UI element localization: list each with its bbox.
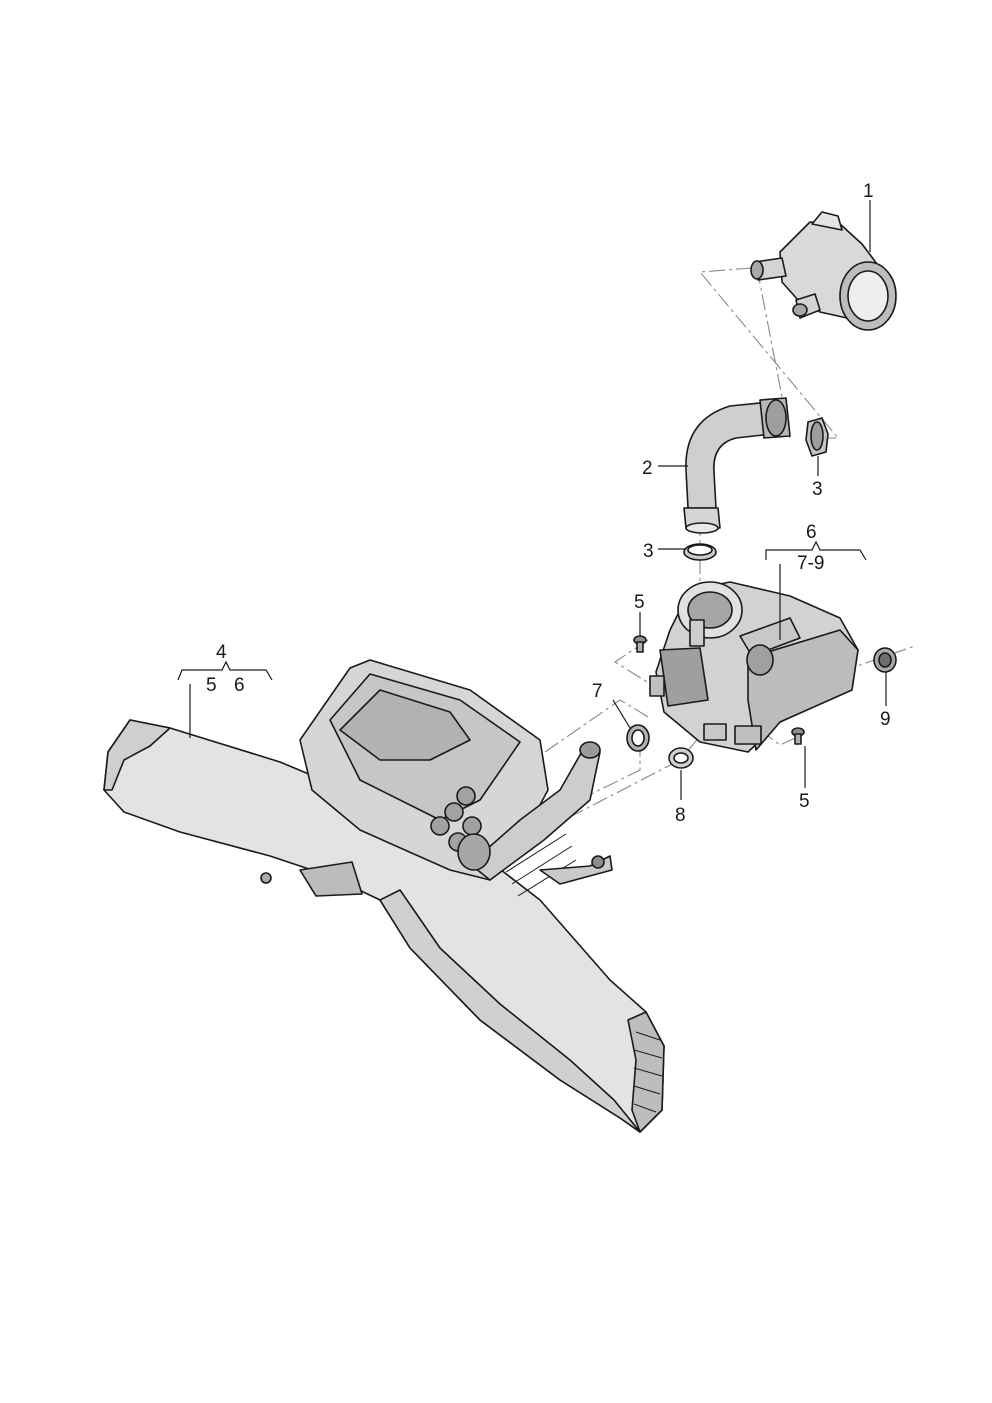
callout-6: 6 (806, 522, 817, 543)
callout-4-sub-b: 6 (234, 675, 245, 696)
callout-1: 1 (863, 181, 874, 202)
callout-5-lower: 5 (799, 791, 810, 812)
part-2-hose (683, 397, 791, 534)
callout-3-upper: 3 (812, 479, 823, 500)
callouts: 1 2 3 3 6 7-9 5 4 5 6 7 9 5 8 (206, 181, 891, 826)
part-8-seal-ring (668, 747, 694, 769)
part-3-lower-clamp (683, 543, 717, 561)
callout-5-upper: 5 (634, 592, 645, 613)
part-3-upper-clamp (805, 417, 829, 457)
callout-4-sub-a: 5 (206, 675, 217, 696)
callout-7: 7 (592, 681, 603, 702)
callout-2: 2 (642, 458, 653, 479)
callout-4: 4 (216, 642, 227, 663)
part-1-connection-housing (750, 211, 897, 331)
part-6-breather-unit (649, 581, 859, 753)
callout-9: 9 (880, 709, 891, 730)
callout-8: 8 (675, 805, 686, 826)
part-7-clip (626, 724, 650, 752)
part-4-air-filter-housing (103, 659, 665, 1133)
leader-lines (177, 200, 887, 800)
callout-3-lower: 3 (643, 541, 654, 562)
part-9-grommet (873, 647, 897, 673)
part-5-lower-screw (791, 727, 805, 745)
callout-6-sub: 7-9 (797, 553, 824, 574)
part-5-upper-screw (633, 635, 647, 653)
